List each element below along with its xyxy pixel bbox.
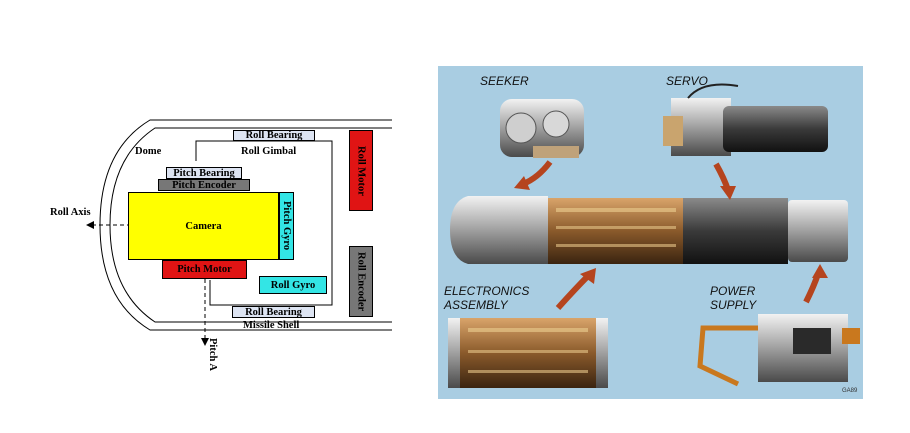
servo-label: SERVO — [666, 74, 708, 88]
pitch-gyro-label: Pitch Gyro — [281, 201, 292, 251]
roll-bearing-top: Roll Bearing — [233, 130, 315, 141]
roll-gimbal-label: Roll Gimbal — [241, 146, 297, 157]
seeker-label: SEEKER — [480, 74, 529, 88]
electronics-arrowhead — [580, 268, 596, 284]
pitch-bearing: Pitch Bearing — [166, 167, 242, 179]
power-supply — [697, 314, 860, 387]
servo-unit — [663, 83, 828, 156]
pitch-gyro: Pitch Gyro — [279, 192, 294, 260]
electronics-label-line2: ASSEMBLY — [444, 298, 508, 312]
electronics-arrow — [555, 273, 591, 311]
roll-encoder-label: Roll Encoder — [355, 251, 367, 312]
power-arrowhead — [812, 264, 828, 278]
roll-encoder: Roll Encoder — [349, 246, 373, 317]
seeker-unit — [500, 99, 584, 158]
dome-label: Dome — [135, 146, 162, 157]
electronics-label-line1: ELECTRONICS — [444, 284, 530, 298]
pitch-motor: Pitch Motor — [162, 260, 247, 279]
corner-code: GA89 — [842, 388, 858, 394]
servo-arrowhead — [720, 186, 736, 200]
seeker-arrowhead — [514, 176, 530, 190]
electronics-assembly — [448, 318, 608, 388]
pitch-axis-arrow — [201, 338, 209, 346]
pitch-axis-label: Pitch A — [207, 338, 218, 371]
seeker-arrow — [521, 160, 553, 187]
roll-axis-arrow — [86, 221, 94, 229]
roll-gyro: Roll Gyro — [259, 276, 327, 294]
power-label-line1: POWER — [710, 284, 756, 298]
assembled-body — [450, 196, 848, 264]
roll-motor: Roll Motor — [349, 130, 373, 211]
power-arrow — [803, 273, 821, 304]
missile-shell-label: Missile Shell — [243, 320, 300, 331]
camera: Camera — [128, 192, 279, 260]
power-label-line2: SUPPLY — [710, 298, 757, 312]
seeker-hardware-photo: SEEKER SERVO ELECTRONICS ASSEMBLY POWER … — [438, 66, 863, 399]
roll-motor-label: Roll Motor — [355, 145, 367, 196]
hardware-illustration — [448, 83, 860, 388]
pitch-encoder: Pitch Encoder — [158, 179, 250, 191]
roll-gimbal-frame — [195, 140, 333, 306]
gimbal-schematic — [86, 119, 392, 346]
roll-axis-label: Roll Axis — [50, 207, 91, 218]
roll-bearing-bottom: Roll Bearing — [232, 306, 315, 318]
